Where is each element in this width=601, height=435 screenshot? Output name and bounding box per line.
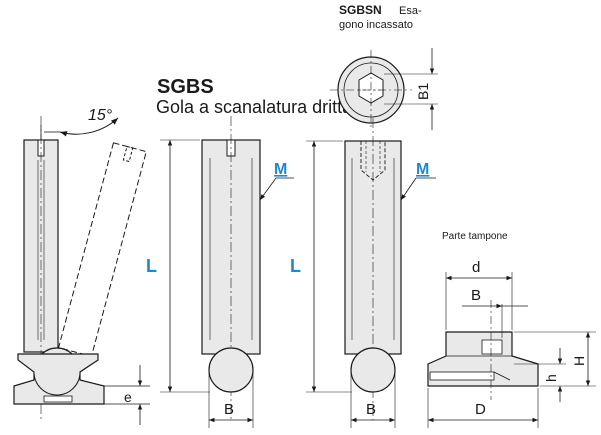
sgbsn-view: B1 M L B (290, 48, 438, 428)
pad-detail-groove (429, 371, 495, 381)
sgbs-view: M L B (146, 116, 294, 428)
series-code: SGBS (157, 76, 214, 98)
dim-H-label: H (571, 356, 587, 366)
tilted-ghost-screw (57, 142, 147, 358)
pad-caption: Parte tampone (442, 231, 508, 242)
dim-M-label-2: M (416, 161, 429, 178)
dim-h-label: h (543, 374, 559, 382)
tilted-view: 15° e (13, 107, 150, 425)
dim-B1-label: B1 (415, 83, 431, 100)
pad-detail-view: Parte tampone d B D H h (427, 231, 596, 428)
series-subtitle: Gola a scanalatura dritta (156, 97, 353, 117)
ball-2 (208, 347, 254, 393)
ball-3 (350, 347, 396, 393)
dim-M-label-1: M (274, 161, 287, 178)
dim-d-label: d (472, 259, 480, 276)
dim-B-label-1: B (224, 401, 234, 418)
dim-L-label-1: L (146, 256, 157, 276)
hex-variant-desc-2: gono incassato (339, 19, 413, 31)
angle-label: 15° (88, 107, 113, 124)
dim-L-label-2: L (290, 256, 301, 276)
dim-e-label: e (124, 389, 132, 405)
dim-D-label: D (475, 401, 486, 418)
hex-variant-code: SGBSN (339, 3, 382, 17)
hex-variant-desc-1: Esa- (399, 5, 422, 17)
dim-B-label-2: B (366, 401, 376, 418)
dim-B-label-3: B (471, 287, 481, 304)
